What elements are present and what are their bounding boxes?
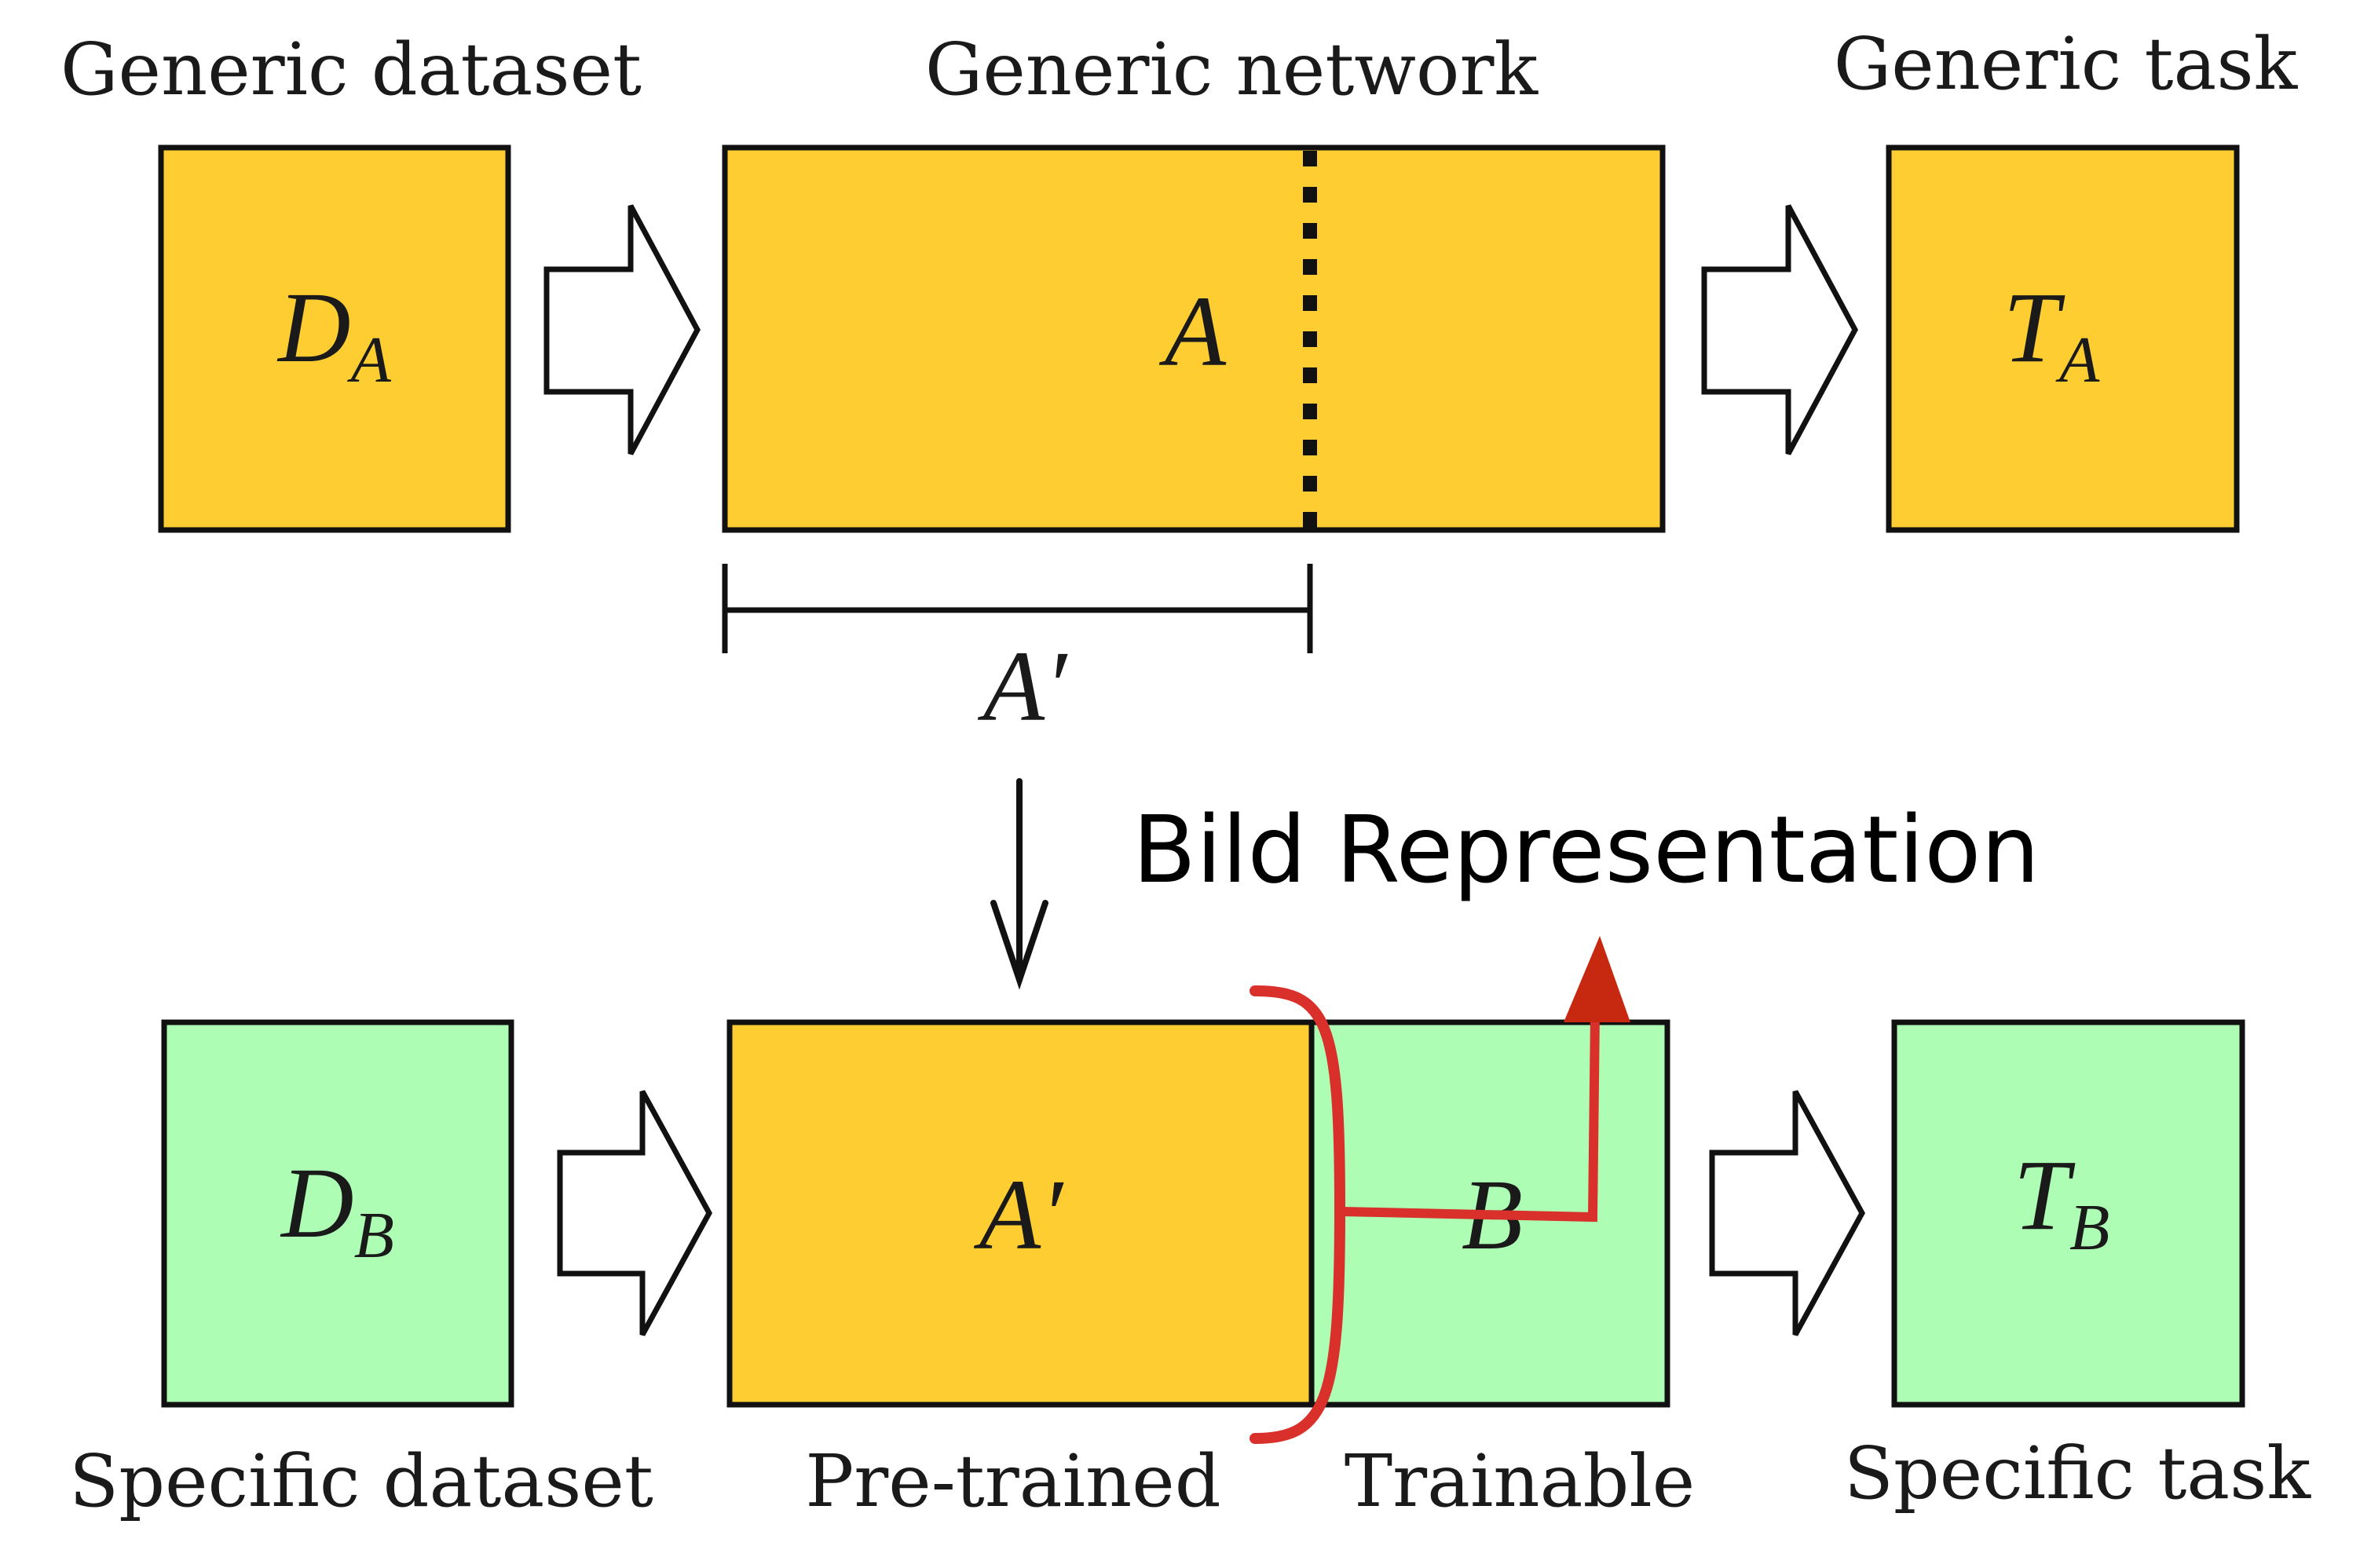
- generic-dataset-caption: Generic dataset: [60, 27, 642, 111]
- span-bracket: [722, 564, 1313, 653]
- pretrained-caption: Pre-trained: [805, 1439, 1220, 1523]
- specific-task-symbol: TB: [2014, 1139, 2110, 1264]
- specific-task-caption: Specific task: [1844, 1431, 2311, 1515]
- generic-task-symbol-base: T: [2003, 272, 2065, 383]
- generic-dataset-symbol: DA: [276, 272, 391, 397]
- pretrained-symbol: A′: [974, 1159, 1064, 1270]
- specific-task-symbol-base: T: [2014, 1139, 2076, 1251]
- generic-dataset-box: [158, 144, 511, 533]
- generic-network-symbol: A: [1159, 276, 1227, 387]
- specific-task-symbol-sub: B: [2069, 1191, 2109, 1264]
- generic-task-symbol: TA: [2003, 272, 2100, 397]
- trainable-caption: Trainable: [1345, 1439, 1695, 1523]
- red-step-line: [1341, 1012, 1600, 1223]
- specific-dataset-symbol-sub: B: [354, 1199, 394, 1272]
- hollow-right-arrow-icon: [1701, 204, 1858, 455]
- generic-dataset-symbol-sub: A: [347, 323, 392, 397]
- generic-dataset-symbol-base: D: [276, 272, 350, 383]
- specific-dataset-caption: Specific dataset: [69, 1439, 653, 1523]
- red-up-arrow-icon: [1564, 936, 1630, 1022]
- specific-dataset-box: [161, 1019, 514, 1408]
- generic-task-caption: Generic task: [1834, 22, 2299, 106]
- specific-task-box: [1891, 1019, 2245, 1408]
- pretrained-box: [726, 1019, 1315, 1408]
- annotation-label: Bild Representation: [1132, 795, 2040, 904]
- generic-task-symbol-sub: A: [2055, 323, 2100, 397]
- red-bracket-icon: [1250, 985, 1346, 1444]
- generic-network-caption: Generic network: [925, 27, 1539, 111]
- hollow-right-arrow-icon: [1709, 1090, 1865, 1336]
- specific-dataset-symbol-base: D: [280, 1147, 353, 1259]
- generic-task-box: [1886, 144, 2240, 533]
- specific-dataset-symbol: DB: [280, 1147, 394, 1272]
- hollow-right-arrow-icon: [557, 1090, 712, 1336]
- down-arrow-icon: [990, 778, 1048, 990]
- span-label: A′: [978, 630, 1068, 742]
- generic-network-box: [722, 144, 1666, 533]
- hollow-right-arrow-icon: [543, 204, 701, 455]
